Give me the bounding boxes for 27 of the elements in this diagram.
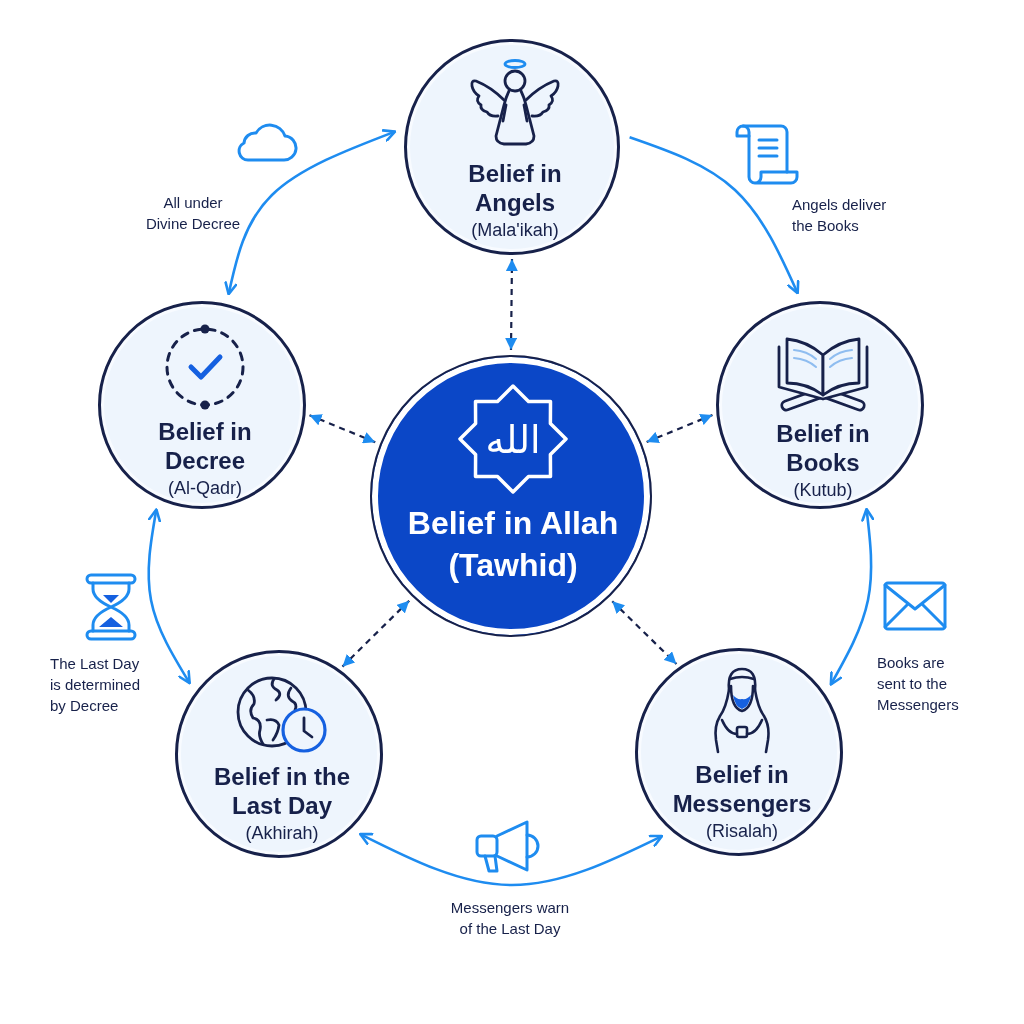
central-title: Belief in Allah (Tawhid) (406, 504, 620, 585)
node-title: Belief in Angels (467, 158, 563, 217)
node-subtitle: (Kutub) (792, 478, 854, 502)
dashed-arrow (646, 413, 713, 444)
curved-arrow (629, 136, 800, 295)
node-subtitle: (Risalah) (705, 819, 779, 843)
edge-label: Angels deliver the Books (792, 195, 888, 236)
dashed-arrow (341, 599, 410, 668)
curved-arrow (358, 832, 664, 887)
edge-label: All under Divine Decree (144, 193, 242, 234)
edge-label: The Last Day is determined by Decree (50, 654, 142, 716)
node-subtitle: (Al-Qadr) (167, 476, 243, 500)
node-subtitle: (Akhirah) (244, 821, 320, 845)
dashed-arrow (505, 259, 518, 350)
arabic-calligraphy-text: الله (484, 417, 542, 464)
curved-arrow (829, 507, 875, 686)
node-title: Belief in the Last Day (213, 761, 351, 820)
curved-arrow (147, 508, 191, 685)
dashed-arrow (611, 600, 678, 665)
node-title: Belief in Messengers (671, 759, 813, 818)
node-title: Belief in Decree (157, 416, 253, 475)
curved-arrow (224, 129, 397, 296)
node-subtitle: (Mala'ikah) (470, 218, 560, 242)
edge-label: Messengers warn of the Last Day (449, 898, 571, 939)
edge-label: Books are sent to the Messengers (877, 653, 960, 715)
node-title: Belief in Books (775, 418, 871, 477)
dashed-arrow (309, 414, 376, 444)
